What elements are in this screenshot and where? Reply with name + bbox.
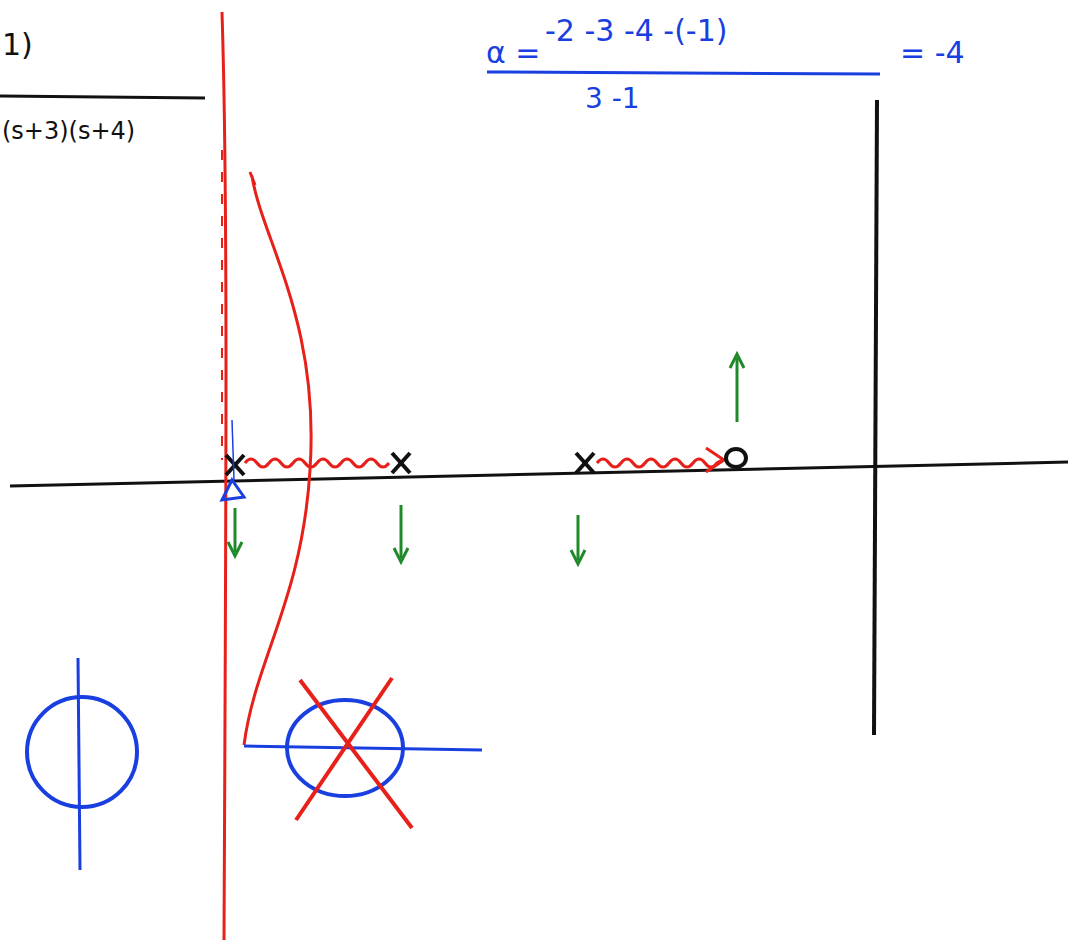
zero-mark [726, 449, 746, 467]
centroid-numerator: -2 -3 -4 -(-1) [545, 14, 728, 47]
fraction-bar-left [0, 96, 205, 98]
direction-arrows [228, 354, 744, 564]
asymptote-dash [221, 150, 223, 460]
imaginary-axis [874, 100, 877, 735]
formula-fragment: 1) [2, 28, 33, 61]
asymptote-line [222, 12, 226, 940]
stable-symbol [27, 697, 137, 807]
fraction-bar [487, 72, 880, 74]
unstable-symbol-axis [244, 746, 482, 750]
centroid-tick [232, 420, 234, 480]
pole-marks [226, 453, 594, 475]
locus-arrow [706, 448, 724, 472]
stable-symbol-axis [78, 658, 80, 870]
locus-segment [597, 459, 722, 467]
formula-denominator: (s+3)(s+4) [2, 118, 135, 144]
centroid-mark [222, 480, 244, 500]
cross-out [296, 678, 412, 828]
centroid-denominator: 3 -1 [585, 84, 640, 115]
alpha-label: α = [486, 36, 540, 69]
locus-segment [245, 459, 389, 467]
centroid-result: = -4 [900, 36, 965, 69]
real-axis [10, 462, 1068, 486]
